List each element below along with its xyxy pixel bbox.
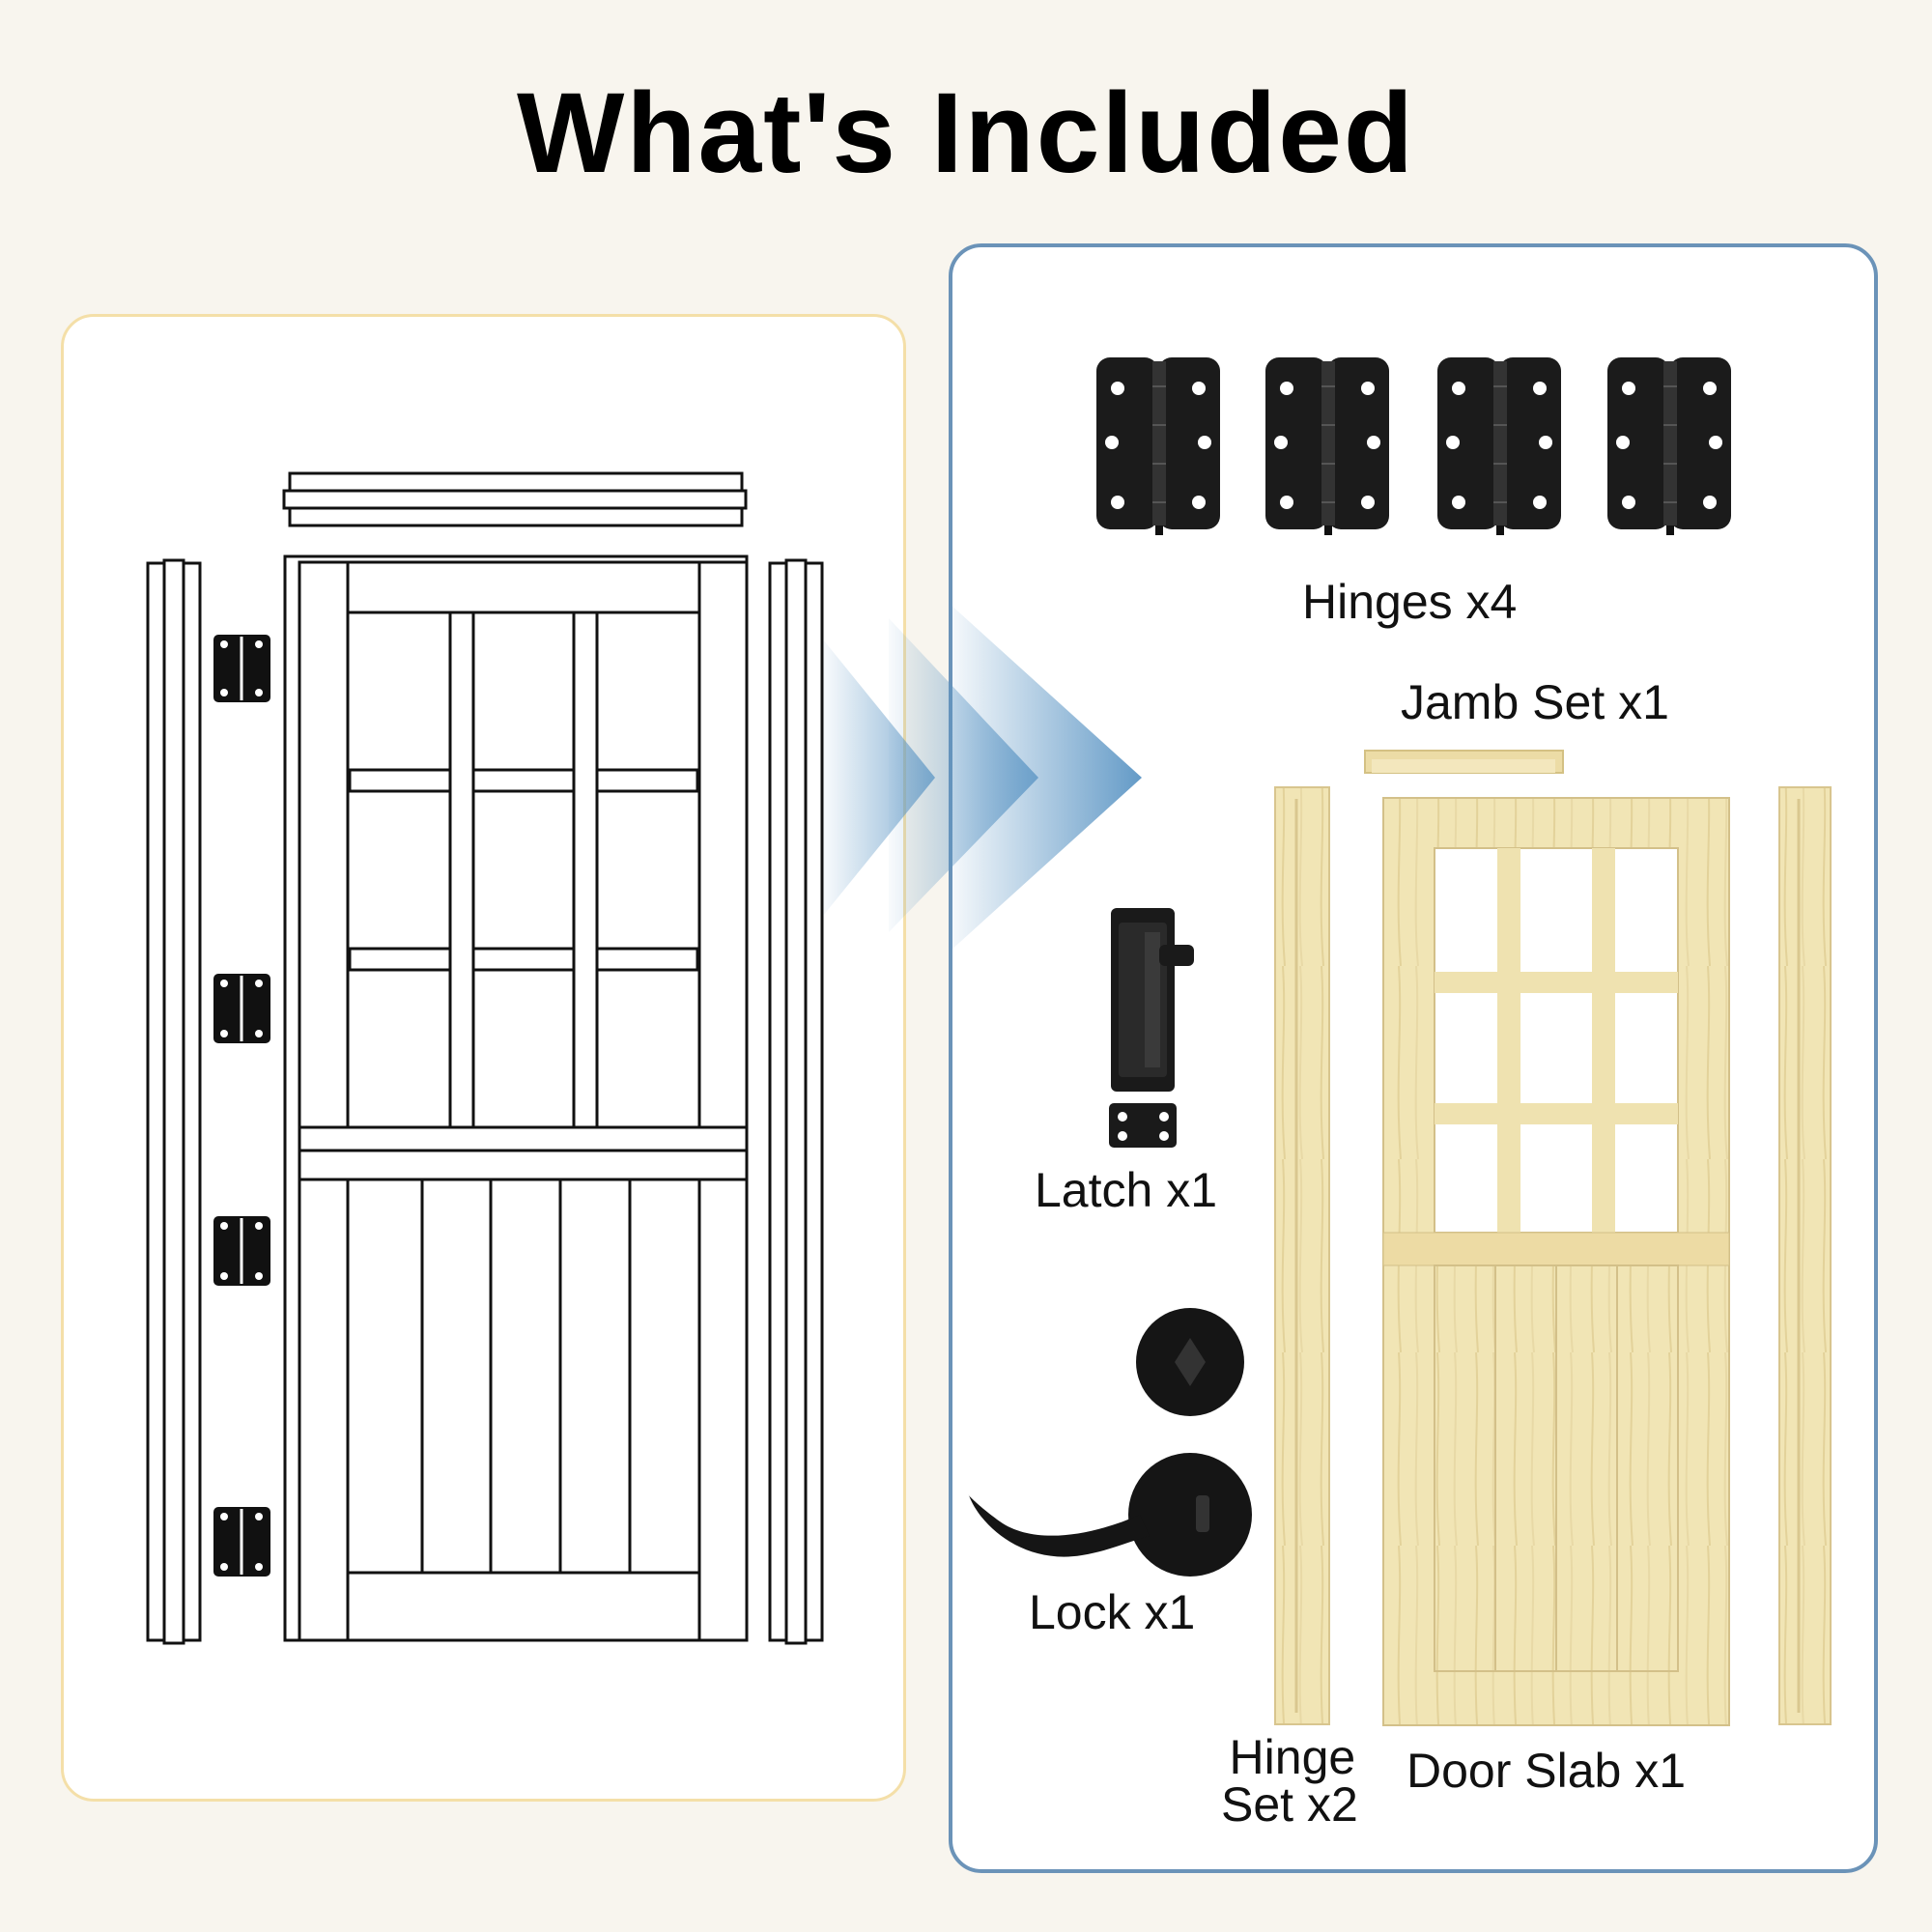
- hinge-set-label-line2: Set x2: [1221, 1777, 1358, 1832]
- hinge-set-label-line1: Hinge: [1229, 1730, 1356, 1784]
- door-slab-label: Door Slab x1: [1406, 1744, 1687, 1798]
- hinge-set-label: Hinge Set x2: [1221, 1730, 1358, 1832]
- hinge-icon: [1606, 356, 1732, 536]
- hinge-icon: [1264, 356, 1390, 536]
- hinge-icon: [1095, 356, 1221, 536]
- hinges-label: Hinges x4: [1302, 575, 1518, 629]
- lock-icon: [968, 1308, 1252, 1577]
- lock-label: Lock x1: [1029, 1585, 1196, 1639]
- latch-icon: [1109, 908, 1194, 1148]
- latch-label: Latch x1: [1035, 1163, 1218, 1217]
- page-title: What's Included: [517, 70, 1415, 197]
- hinge-icon: [1436, 356, 1562, 536]
- jamb-set-label: Jamb Set x1: [1401, 675, 1669, 729]
